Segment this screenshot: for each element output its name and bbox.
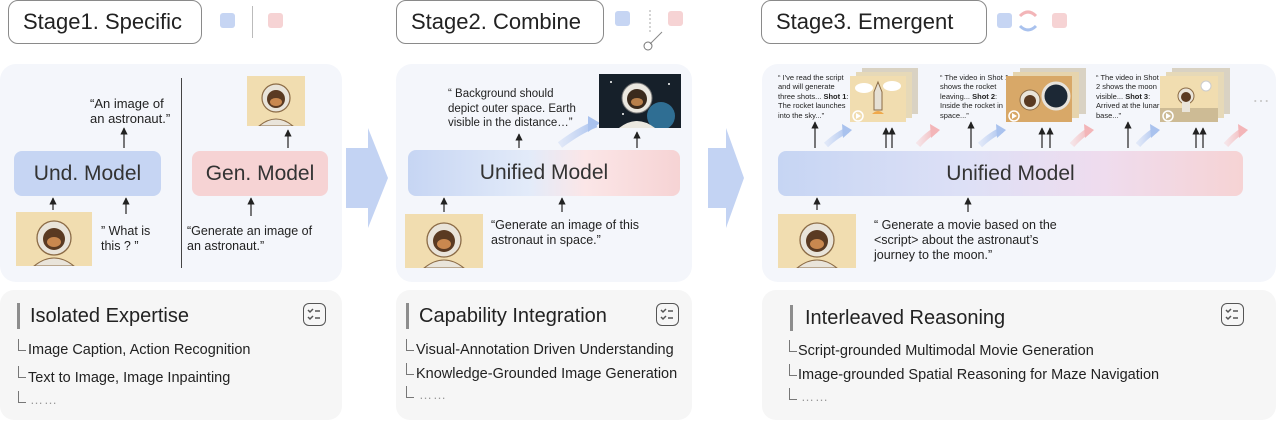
more-shots-ellipsis: … [1252,86,1270,106]
generation-legend-square [1052,13,1067,28]
stage3-title-text: Stage3. Emergent [776,9,954,34]
section-bar [406,303,409,329]
shot3-video-frames [1160,68,1230,122]
stage3-bottom-panel [762,290,1276,420]
checklist-icon [303,303,326,326]
shot1-text: “ I've read the script and will generate… [778,73,850,120]
shot2-text: “ The video in Shot 1 shows the rocket l… [940,73,1010,120]
stage1-title: Stage1. Specific [8,0,202,44]
generation-legend-square [268,13,283,28]
stage1-divider [181,78,182,268]
section-bar [790,305,793,331]
stage3-title: Stage3. Emergent [761,0,987,44]
stage2-prompt-text: “Generate an image of this astronaut in … [491,218,639,247]
stage2-bottom-title: Capability Integration [419,305,607,327]
astronaut-space-image [599,74,681,128]
stage2-unified-model-box: Unified Model [408,150,680,196]
shot3-text: “ The video in Shot 2 shows the moon vis… [1096,73,1164,120]
shot2-desc: : Inside the rocket in space...” [940,91,1003,120]
caption-output-text: “An image of an astronaut.” [90,96,171,126]
stage1-bottom-panel [0,290,342,420]
gen-model-label: Gen. Model [205,161,315,185]
stage2-bottom-item: Visual-Annotation Driven Understanding [416,342,674,358]
stage3-astronaut-input-image [778,214,856,268]
stage2-output-text: “ Background should depict outer space. … [448,88,576,129]
more-items-ellipsis: …… [30,392,58,407]
stage2-unified-model-label: Unified Model [479,161,609,184]
stage2-astronaut-input-image [405,214,483,268]
stage1-bottom-item: Text to Image, Image Inpainting [28,370,231,386]
astronaut-generated-image [247,76,305,126]
shot1-label: Shot 1 [823,91,847,101]
tree-elbow [18,391,26,403]
stage1-bottom-item: Image Caption, Action Recognition [28,342,251,358]
stage2-bottom-panel [396,290,692,420]
shot3-label: Shot 3 [1125,91,1149,101]
shot2-label: Shot 2 [972,91,996,101]
understanding-legend-square [997,13,1012,28]
tree-elbow [789,364,797,376]
tree-elbow [789,388,797,400]
tree-elbow [18,339,26,351]
checklist-icon [656,303,679,326]
astronaut-input-image [16,212,92,266]
stage3-prompt-text: “ Generate a movie based on the <script>… [874,218,1057,262]
tree-elbow [18,366,26,378]
stage2-title: Stage2. Combine [396,0,604,44]
shot2-text-main: “ The video in Shot 1 shows the rocket l… [940,73,1010,101]
und-model-label: Und. Model [33,161,142,185]
stage2-bottom-item: Knowledge-Grounded Image Generation [416,366,678,382]
tree-elbow [406,339,414,351]
legend-link-circle [643,41,653,51]
more-items-ellipsis: …… [419,387,447,402]
stage1-bottom-title: Isolated Expertise [30,305,189,327]
shot3-desc: : Arrived at the lunar base...” [1096,91,1160,120]
question-text: ” What is this ? ” [101,224,151,253]
shot1-text-main: “ I've read the script and will generate… [778,73,844,101]
section-bar [17,303,20,329]
understanding-legend-square [220,13,235,28]
shot1-video-frames [850,68,918,122]
stage-arrow-icon [346,128,388,228]
legend-divider [252,6,253,38]
shot2-video-frames [1006,68,1086,122]
tree-elbow [406,363,414,375]
und-model-box: Und. Model [14,151,161,196]
stage-arrow-icon [708,128,744,228]
more-items-ellipsis: …… [801,389,829,404]
gen-prompt-text: “Generate an image of an astronaut.” [187,224,313,253]
stage3-bottom-item: Image-grounded Spatial Reasoning for Maz… [798,367,1160,383]
cycle-icon [1018,10,1038,32]
stage2-title-text: Stage2. Combine [411,9,581,34]
gen-model-box: Gen. Model [192,151,328,196]
tree-elbow [789,340,797,352]
stage3-unified-model-label: Unified Model [946,161,1075,185]
stage3-unified-model-box: Unified Model [778,151,1243,196]
shot3-text-main: “ The video in Shot 2 shows the moon vis… [1096,73,1159,101]
stage3-bottom-title: Interleaved Reasoning [805,307,1006,329]
tree-elbow [406,386,414,398]
shot1-desc: : The rocket launches into the sky...” [778,91,849,120]
generation-legend-square [668,11,683,26]
stage3-bottom-item: Script-grounded Multimodal Movie Generat… [798,343,1094,359]
legend-link-line [649,31,663,45]
stage1-title-text: Stage1. Specific [23,9,182,34]
understanding-legend-square [615,11,630,26]
checklist-icon [1221,303,1244,326]
